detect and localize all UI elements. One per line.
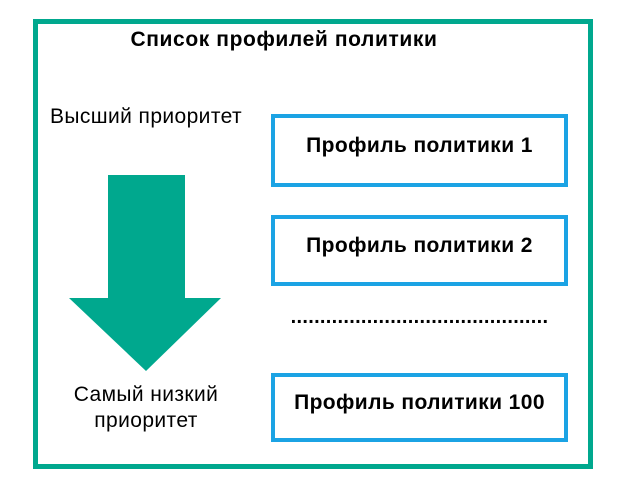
down-arrow-icon [69,175,221,371]
policy-profile-1-label: Профиль политики 1 [306,133,533,157]
down-arrow-shape [69,175,221,371]
ellipsis-dots: ........................................… [290,306,549,328]
policy-profile-2-label: Профиль политики 2 [306,233,533,257]
policy-profile-2-box: Профиль политики 2 [271,215,568,286]
lowest-priority-label: Самый низкий приоритет [73,383,219,432]
highest-priority-label: Высший приоритет [50,105,242,128]
diagram-title: Список профилей политики [130,28,438,51]
policy-profile-100-box: Профиль политики 100 [271,373,568,442]
policy-profile-100-label: Профиль политики 100 [294,390,545,414]
policy-profile-1-box: Профиль политики 1 [271,114,568,187]
diagram-frame [33,19,593,469]
